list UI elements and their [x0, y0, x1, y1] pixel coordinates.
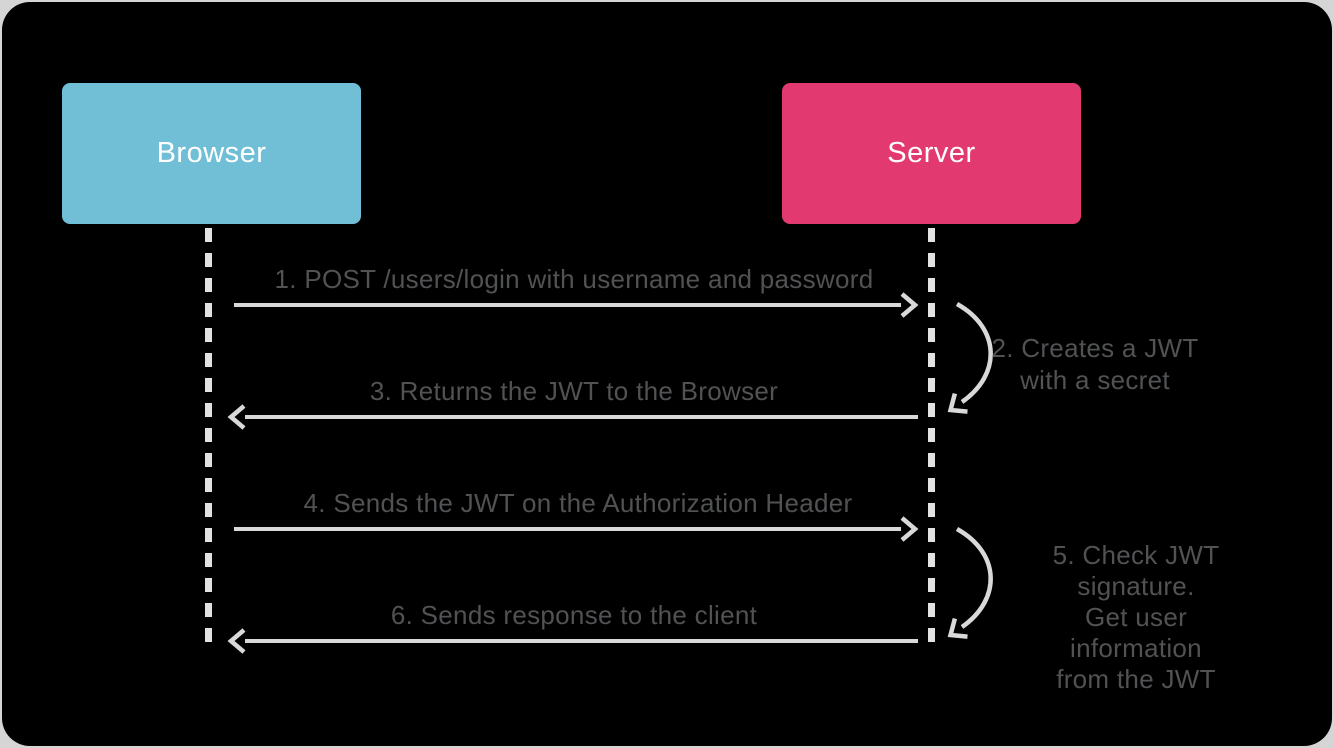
message-2-label-line-2: with a secret: [1020, 365, 1170, 395]
message-5-label-line-3: from the JWT: [1056, 664, 1216, 694]
message-2-label-line-1: 2. Creates a JWT: [991, 333, 1199, 363]
actor-server-label: Server: [887, 137, 976, 169]
message-5-label-line-2: Get user information: [1070, 602, 1202, 663]
server-lifeline: [928, 228, 935, 650]
browser-lifeline: [205, 228, 212, 650]
actor-browser-box: Browser: [62, 83, 361, 224]
message-2-self-arrow: [947, 302, 993, 414]
message-6-label: 6. Sends response to the client: [390, 600, 758, 630]
actor-server-box: Server: [782, 83, 1081, 224]
message-5-self-arrow: [947, 527, 993, 639]
message-1-label: 1. POST /users/login with username and p…: [274, 264, 874, 294]
message-3-label: 3. Returns the JWT to the Browser: [369, 376, 779, 406]
message-5-label: 5. Check JWT signature. Get user informa…: [1038, 540, 1234, 695]
message-4-label: 4. Sends the JWT on the Authorization He…: [303, 488, 853, 518]
message-5-label-line-1: 5. Check JWT signature.: [1052, 540, 1220, 601]
actor-browser-label: Browser: [156, 137, 267, 169]
message-2-label: 2. Creates a JWT with a secret: [991, 332, 1198, 396]
